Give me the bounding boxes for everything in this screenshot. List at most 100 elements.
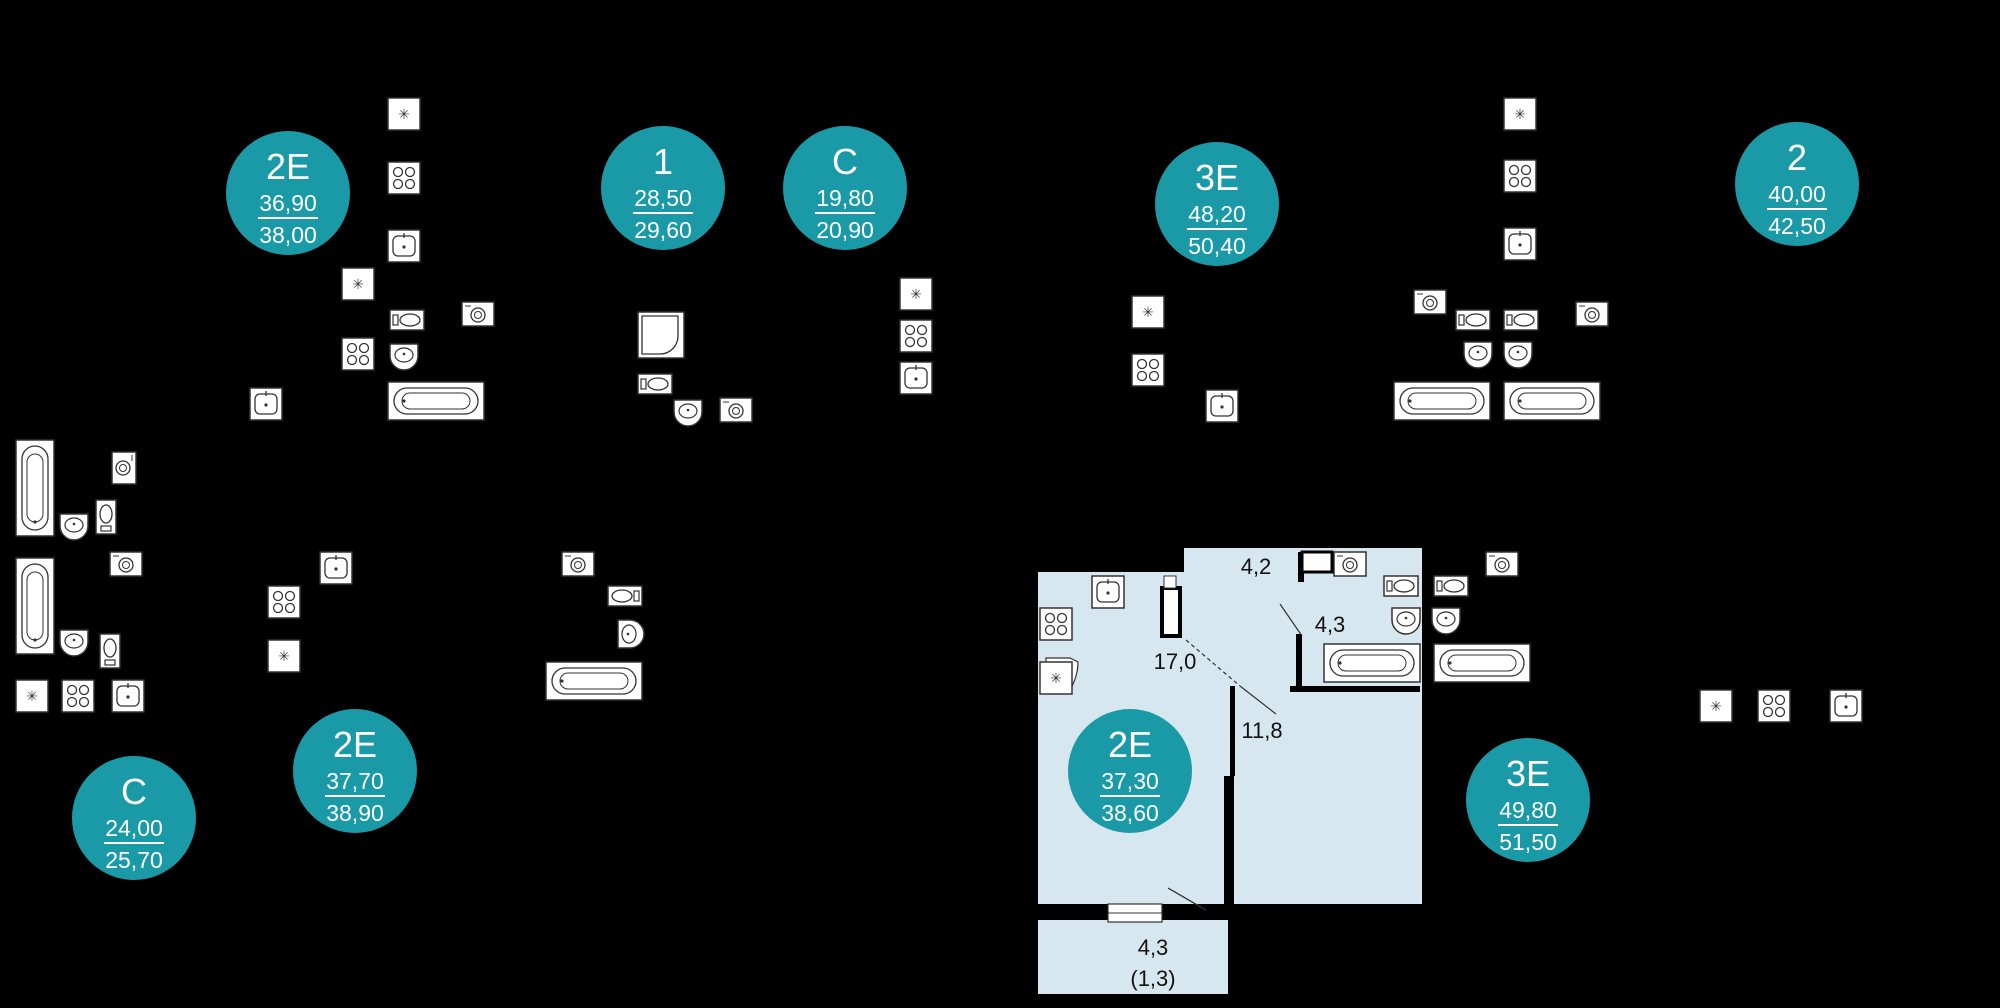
stove-icon xyxy=(1503,159,1537,193)
fridge-icon xyxy=(899,277,933,311)
sink-icon xyxy=(319,551,353,585)
unit-badge-circle xyxy=(601,126,725,250)
unit-badge-circle xyxy=(1155,142,1279,266)
unit-badge-circle xyxy=(293,709,417,833)
washing-machine-icon xyxy=(1333,551,1367,577)
unit-badge[interactable]: 2E 36,90 38,00 xyxy=(226,131,350,255)
washing-machine-icon xyxy=(1485,551,1519,577)
unit-type: 2 xyxy=(1787,137,1807,178)
stove-icon xyxy=(267,585,301,619)
interior-wall xyxy=(1230,686,1235,776)
unit-total-area: 38,00 xyxy=(259,222,317,248)
washing-machine-icon xyxy=(109,551,143,577)
fridge-icon xyxy=(1503,97,1537,131)
bathtub-icon xyxy=(1503,381,1601,421)
unit-badge-circle xyxy=(226,131,350,255)
shower-icon xyxy=(637,311,685,359)
toilet-icon xyxy=(389,309,425,331)
bathtub-icon xyxy=(1393,381,1491,421)
fridge-icon xyxy=(1039,661,1073,695)
toilet-icon xyxy=(637,373,673,395)
bathtub-icon xyxy=(387,381,485,421)
unit-living-area: 24,00 xyxy=(105,815,163,841)
unit-total-area: 42,50 xyxy=(1768,213,1826,239)
sink-icon xyxy=(1829,689,1863,723)
washbasin-icon xyxy=(59,513,89,541)
unit-type: 1 xyxy=(653,141,673,182)
washing-machine-icon xyxy=(461,301,495,327)
unit-living-area: 28,50 xyxy=(634,185,692,211)
exterior-wall xyxy=(1206,904,1422,920)
toilet-icon xyxy=(1455,309,1491,331)
unit-living-area: 19,80 xyxy=(816,185,874,211)
stove-icon xyxy=(1757,689,1791,723)
room-area-balcony-reduced: (1,3) xyxy=(1130,966,1175,991)
toilet-icon xyxy=(1383,575,1419,597)
unit-type: C xyxy=(121,771,147,812)
room-area-kitchen-living: 17,0 xyxy=(1154,649,1197,674)
exterior-wall xyxy=(1038,904,1108,920)
fridge-icon xyxy=(1699,689,1733,723)
sink-icon xyxy=(1503,227,1537,261)
bathtub-icon xyxy=(1433,643,1531,683)
washing-machine-icon xyxy=(1413,289,1447,315)
bathtub-icon xyxy=(1323,643,1421,683)
unit-total-area: 20,90 xyxy=(816,217,874,243)
unit-badge[interactable]: 2E 37,30 38,60 xyxy=(1068,709,1192,833)
balcony xyxy=(1038,920,1228,994)
unit-badge-circle xyxy=(1466,738,1590,862)
sink-icon xyxy=(111,679,145,713)
highlighted-apartment[interactable]: 4,2 4,3 17,0 11,8 4,3 (1,3) xyxy=(1038,548,1422,994)
stove-icon xyxy=(1039,607,1073,641)
unit-type: 2E xyxy=(1108,724,1152,765)
fridge-icon xyxy=(341,267,375,301)
unit-total-area: 38,60 xyxy=(1101,800,1159,826)
washbasin-icon xyxy=(389,343,419,371)
unit-living-area: 37,30 xyxy=(1101,768,1159,794)
sink-icon xyxy=(249,387,283,421)
unit-total-area: 51,50 xyxy=(1499,829,1557,855)
stove-icon xyxy=(387,161,421,195)
washing-machine-icon xyxy=(1575,301,1609,327)
toilet-icon xyxy=(607,585,643,607)
unit-living-area: 36,90 xyxy=(259,190,317,216)
unit-living-area: 49,80 xyxy=(1499,797,1557,823)
interior-wall xyxy=(1224,776,1234,904)
washing-machine-icon xyxy=(561,551,595,577)
washbasin-icon xyxy=(1503,341,1533,369)
unit-type: 3E xyxy=(1506,753,1550,794)
unit-type: 2E xyxy=(266,146,310,187)
stove-icon xyxy=(341,337,375,371)
unit-type: 2E xyxy=(333,724,377,765)
fridge-icon xyxy=(267,639,301,673)
room-area-bathroom: 4,2 xyxy=(1241,554,1272,579)
toilet-icon xyxy=(1503,309,1539,331)
unit-badges: 2E36,9038,00128,5029,60C19,8020,903E48,2… xyxy=(72,122,1859,880)
bathtub-icon xyxy=(15,439,55,537)
sink-icon xyxy=(387,229,421,263)
fridge-icon xyxy=(15,679,49,713)
washbasin-icon xyxy=(1463,341,1493,369)
ventilation-shaft xyxy=(1160,586,1182,638)
toilet-icon xyxy=(95,499,117,535)
fridge-icon xyxy=(387,97,421,131)
stove-icon xyxy=(899,319,933,353)
unit-living-area: 48,20 xyxy=(1188,201,1246,227)
unit-badge-circle xyxy=(72,756,196,880)
unit-badge[interactable]: C 19,80 20,90 xyxy=(783,126,907,250)
fridge-icon xyxy=(1131,295,1165,329)
unit-badge-circle xyxy=(783,126,907,250)
unit-total-area: 50,40 xyxy=(1188,233,1246,259)
toilet-icon xyxy=(99,633,121,669)
washing-machine-icon xyxy=(719,397,753,423)
bathtub-icon xyxy=(545,661,643,701)
unit-type: C xyxy=(832,141,858,182)
toilet-icon xyxy=(1433,575,1469,597)
unit-badge[interactable]: 3E 49,80 51,50 xyxy=(1466,738,1590,862)
